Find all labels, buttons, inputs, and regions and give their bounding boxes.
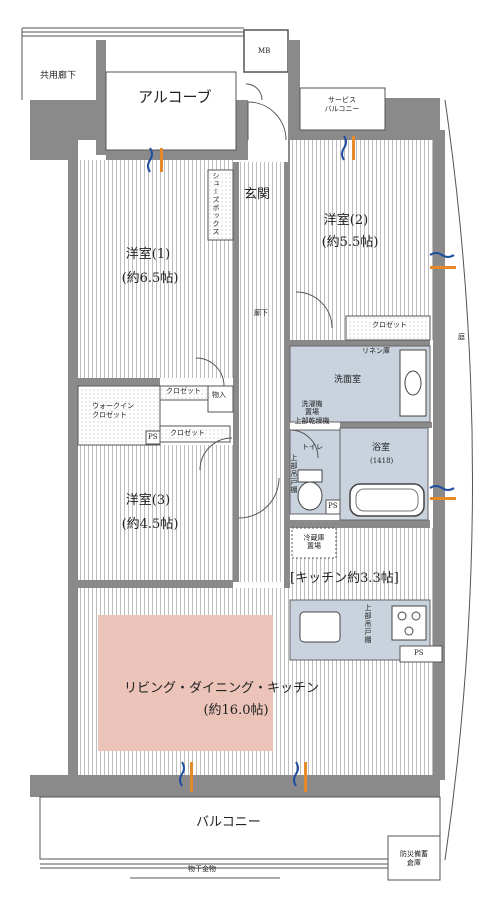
airflow-icon (147, 135, 456, 792)
storage-box (207, 385, 234, 413)
bathroom-size-label: (1418) (370, 457, 394, 465)
entrance-label: 玄関 (244, 187, 271, 202)
balcony-label: バルコニー (196, 815, 261, 830)
toilet-shelf-label: 上部吊戸棚 (290, 454, 298, 494)
western-room-2-label: 洋室(2) (323, 213, 369, 228)
alcove-label: アルコーブ (138, 88, 212, 106)
linen-label: リネン庫 (362, 347, 390, 355)
door-swings (195, 83, 333, 519)
mb-box (243, 29, 289, 73)
common-corridor-label: 共用廊下 (40, 71, 77, 81)
ps-kitchen-label: PS (414, 649, 424, 657)
ldk-size-label: (約16.0帖) (203, 703, 269, 718)
garden-label: 庭 (458, 333, 465, 341)
western-room-1-label: 洋室(1) (125, 247, 171, 262)
bathroom-label: 浴室 (372, 443, 391, 453)
western-room-3-size: (約4.5帖) (121, 517, 179, 532)
stove-icon (391, 605, 427, 641)
closet-wic-label: クロゼット (166, 387, 201, 395)
western-room-3-label: 洋室(3) (125, 493, 171, 508)
garden-boundary (444, 99, 473, 861)
toilet-label: トイレ (302, 443, 323, 451)
washroom-label: 洗面室 (334, 375, 362, 385)
service-balcony-label: サービス バルコニー (324, 96, 360, 114)
outer-walls (30, 40, 445, 797)
top-railing (21, 27, 244, 100)
ps-toilet-label: PS (328, 502, 338, 510)
ldk-highlight (98, 615, 273, 751)
fridge-box (291, 527, 337, 559)
fridge-area-label: 冷蔵庫 置場 (303, 534, 325, 551)
kitchen-label: [キッチン約3.3帖] (290, 571, 399, 586)
mb-label: MB (258, 47, 271, 55)
closet-room2-label: クロゼット (372, 321, 407, 329)
kitchen-cabinet-label: 上部吊戸棚 (364, 604, 372, 644)
storage-label: 物入 (212, 391, 226, 399)
walk-in-closet-label: ウォークイン クロゼット (92, 402, 134, 420)
kitchen-ps-box (399, 645, 443, 663)
hallway-label: 廊下 (254, 309, 268, 317)
disaster-storage-label: 防災備蓄 倉庫 (400, 850, 428, 868)
shoe-box-label: シューズボックス (212, 172, 220, 236)
bathtub-icon (349, 483, 425, 517)
ps-wic-label: PS (148, 433, 158, 441)
sink-icon (299, 611, 341, 643)
western-room-2-size: (約5.5帖) (321, 235, 379, 250)
drying-rack-label: 物干金物 (188, 865, 216, 873)
toilet-ps-box (325, 499, 341, 515)
wic-ps-box (145, 430, 161, 445)
balcony-area (39, 796, 441, 881)
washer-area-label: 洗濯機 置場 上部乾燥機 (294, 400, 330, 425)
alcove-area (105, 71, 237, 151)
washbasin-icon (399, 349, 427, 417)
toilet-icon (297, 469, 323, 511)
western-room-1-size: (約6.5帖) (121, 271, 179, 286)
service-balcony-area (299, 87, 386, 131)
ldk-label: リビング・ダイニング・キッチン (124, 681, 320, 696)
closets (77, 169, 431, 446)
closet-room3-label: クロゼット (170, 429, 205, 437)
